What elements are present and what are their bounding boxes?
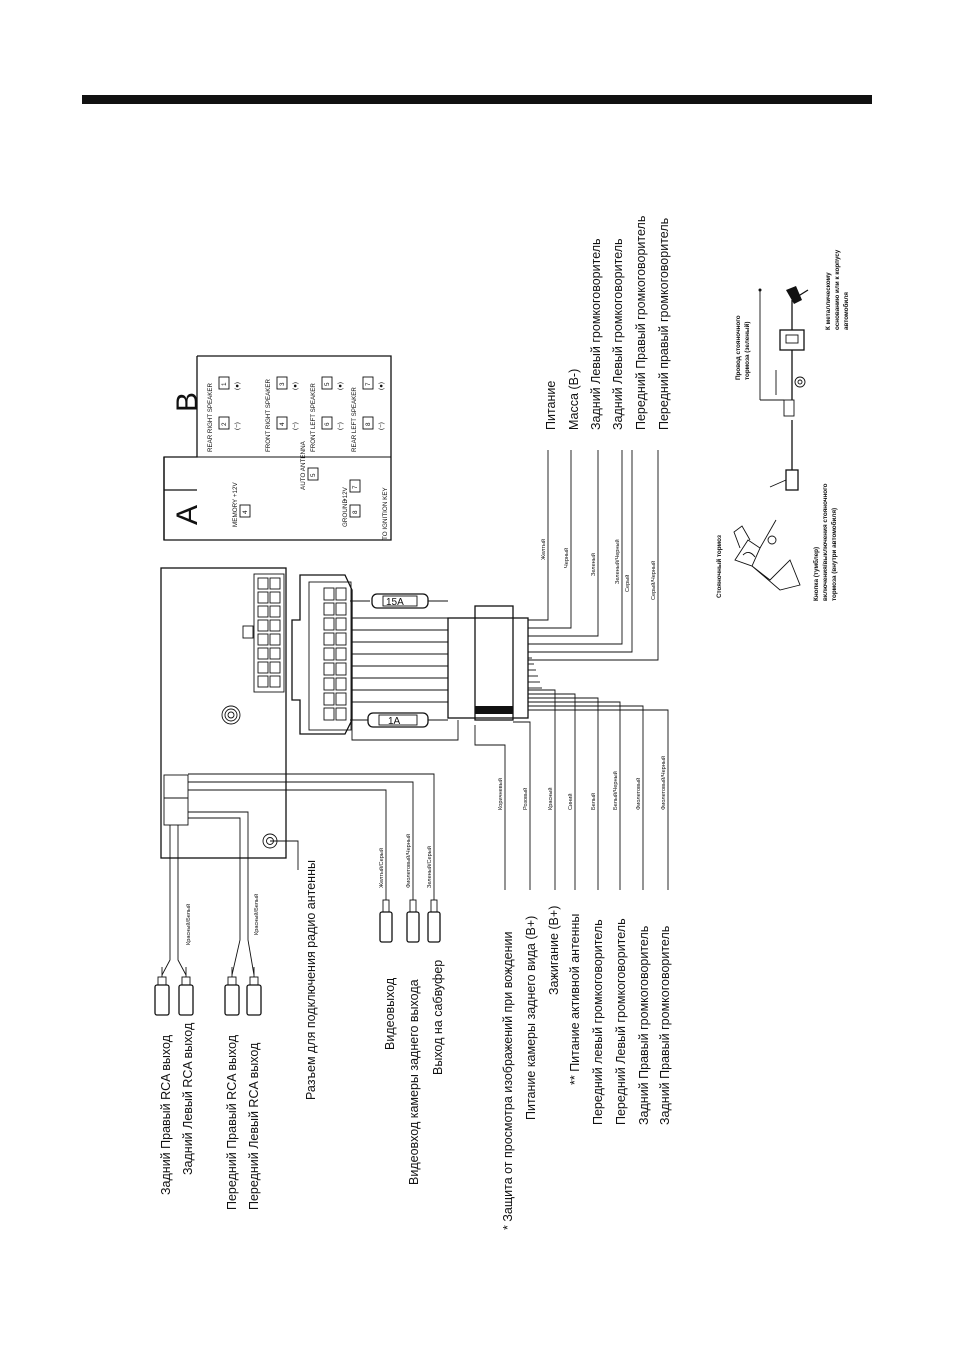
connector-a-pin-num: 4 [242,510,249,514]
brake-switch-icon [758,286,809,491]
connector-a-pin-num: 5 [310,473,317,477]
brake-ground-label-2: основанию или к корпусу [834,249,841,330]
connector-b-neg-num: 2 [221,422,228,426]
fuse-15a-label: 15A [386,597,404,608]
connector-b-pos-sign: (●) [292,382,299,390]
left-wire-color: Розовый [522,788,529,810]
brake-ground-label-1: К металлическому [825,272,832,330]
connector-a-pin-label: AUTO ANTENNA [300,440,307,490]
left-label: Передний Правый RCA выход [225,1034,239,1210]
video-wire-color: Зеленый/Серый [426,846,433,888]
left-wires: Коричневый Розовый Красный Синий Белый Белый/… [351,651,669,890]
left-label: Выход на сабвуфер [431,960,445,1075]
right-wire-color: Черный [563,548,570,568]
fuse-1a: 1A [350,712,448,728]
connector-a-pin-label: +12V [342,486,349,502]
fuse-1a-label: 1A [388,716,401,727]
left-label: Видеовыход [383,977,397,1050]
brake-title: Стояночный тормоз [715,535,723,598]
left-wire-color: Фиолетовый [635,778,642,810]
connector-b-pos-num: 5 [324,382,331,386]
rca-front-color: Красный/Белый [253,894,260,935]
right-label: Задний Левый громкоговоритель [589,238,603,430]
left-label: Передний левый громкоговоритель [591,919,605,1125]
connector-b-neg-num: 6 [324,422,331,426]
right-label: Передний правый громкоговоритель [657,218,671,430]
brake-switch-label-1: Кнопка (тумблер) [812,547,820,601]
right-wire-color: Серый [624,575,631,592]
left-wire-color: Коричневый [497,778,504,810]
connector-a-letter: A [171,505,204,525]
left-label: ** Питание активной антенны [568,914,582,1085]
connector-b-neg-sign: (−) [337,422,344,430]
harness-wires [352,617,448,703]
left-wire-color: Фиолетовый/Черный [660,756,667,810]
connector-b-pos-num: 3 [279,382,286,386]
right-wire-color: Желтый [540,539,547,560]
fuse-15a: 15A [350,593,448,609]
parking-brake-diagram: Стояночный тормоз Кнопка (тумблер) включ… [715,249,850,601]
right-label: Питание [544,381,558,430]
left-label: Задний Левый RCA выход [181,1022,195,1175]
right-label: Задний Левый громкоговоритель [611,238,625,430]
brake-wire-label-2: тормоза (зеленый) [743,322,751,380]
brake-switch-label-2: включения/выключения стояночного [822,483,829,601]
connector-a-pin-num: 8 [352,510,359,514]
wire-splitter [447,605,529,721]
left-label: Разъем для подключения радио антенны [304,860,318,1100]
connector-b-group-label: FRONT LEFT SPEAKER [310,383,317,452]
left-wire-color: Белый [590,793,597,810]
connector-b-neg-sign: (−) [234,422,241,430]
left-wire-color: Синий [567,793,574,810]
connector-b-group-label: REAR LEFT SPEAKER [351,387,358,452]
video-wire-color: Фиолетовый/Черный [405,834,412,888]
brake-wire-label-1: Провод стояночного [735,315,742,380]
connector-a-pin-num: 7 [352,485,359,489]
head-unit [160,567,287,859]
connector-a-ignition: TO IGNITION KEY [382,486,389,540]
left-label: Видеовход камеры заднего выхода [407,979,421,1185]
video-wire-color: Желтый/Серый [378,848,385,888]
left-label: * Защита от просмотра изображений при во… [501,931,515,1230]
brake-lever-icon [733,519,801,591]
connector-b-group-label: FRONT RIGHT SPEAKER [265,378,272,452]
left-label: Задний Правый громкоговоритель [637,926,651,1125]
left-label: Зажигание (B+) [547,906,561,995]
connector-b-neg-num: 8 [365,422,372,426]
right-wire-color: Зеленый [590,553,597,576]
right-label: Масса (B-) [567,369,581,430]
connector-b-pos-sign: (●) [234,382,241,390]
header-bar [82,95,872,104]
connector-b-neg-sign: (−) [292,422,299,430]
connector-b-neg-sign: (−) [378,422,385,430]
connector-b-pos-sign: (●) [378,382,385,390]
left-wire-color: Белый/Черный [612,771,619,810]
iso-plug [291,574,353,735]
left-label: Передний Левый громкоговоритель [614,918,628,1125]
connector-b-pos-num: 1 [221,382,228,386]
right-wire-color: Серый/Черный [650,561,657,600]
connector-a-pin-label: GROUND [342,499,349,527]
left-wire-color: Красный [547,787,554,810]
connector-b-pos-num: 7 [365,382,372,386]
rca-rear-color: Красный/Белый [185,904,192,945]
right-wire-color: Зеленый/Черный [614,539,621,584]
rca-jacks: Красный/Белый Красный/Белый Желтый/Серый Фи… [154,773,441,1016]
connector-b-neg-num: 4 [279,422,286,426]
connector-b-pos-sign: (●) [337,382,344,390]
left-label: Питание камеры заднего вида (B+) [524,916,538,1120]
left-label: Задний Правый громкоговоритель [658,926,672,1125]
left-label: Задний Правый RCA выход [159,1034,173,1195]
left-label: Передний Левый RCA выход [247,1042,261,1210]
brake-ground-label-3: автомобиля [842,292,850,330]
connector-b-group-label: REAR RIGHT SPEAKER [207,382,214,452]
connector-a-pin-label: MEMORY +12V [232,481,239,527]
right-label: Передний Правый громкоговоритель [634,216,648,430]
brake-switch-label-3: тормоза (внутри автомобиля) [830,508,838,601]
connector-b-letter: B [171,392,204,412]
